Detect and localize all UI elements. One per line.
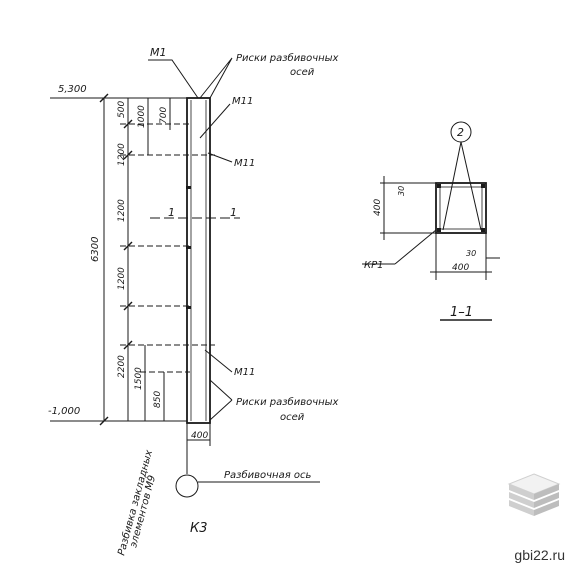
watermark-text: gbi22.ru <box>514 547 565 563</box>
dim-1000: 1000 <box>137 105 147 128</box>
section-outline <box>435 182 487 234</box>
axis-bubble <box>175 474 199 498</box>
dim-850: 850 <box>153 391 163 408</box>
column-mark: К3 <box>190 521 208 536</box>
leader-risks-bottom <box>209 379 233 421</box>
label-risks-top-2: осей <box>290 67 315 78</box>
leader-risks-top <box>199 57 233 99</box>
leader-m11-bottom <box>204 349 233 373</box>
dim-1200-b: 1200 <box>117 199 127 222</box>
elevation-bottom: -1,000 <box>48 406 80 417</box>
section-rebar-cage <box>439 186 483 230</box>
label-risks-bottom-1: Риски разбивочных <box>236 396 339 408</box>
section-title: 1–1 <box>450 305 473 320</box>
axis-label: Разбивочная ось <box>224 469 312 481</box>
dim-1500: 1500 <box>134 367 144 390</box>
dim-width: 400 <box>191 431 208 441</box>
section-mark-right: 1 <box>230 206 237 219</box>
section-dim-400-side: 400 <box>373 199 383 216</box>
dim-total: 6300 <box>90 237 101 262</box>
label-m11-top: М11 <box>232 96 253 107</box>
section-kr: КР1 <box>364 260 384 271</box>
stacked-slabs-icon <box>507 473 561 516</box>
section-mark-left: 1 <box>168 206 175 219</box>
column-body <box>186 97 211 424</box>
section-callout: 2 <box>457 126 464 139</box>
label-m1: М1 <box>150 46 167 59</box>
leader-m11-top <box>199 103 231 139</box>
label-m11-mid: М11 <box>234 158 255 169</box>
dim-700: 700 <box>159 107 169 124</box>
label-m11-bottom: М11 <box>234 367 255 378</box>
label-risks-top-1: Риски разбивочных <box>236 52 339 64</box>
dim-500: 500 <box>117 101 127 118</box>
section-dim-400-bottom: 400 <box>452 263 469 273</box>
section-dim-30-top: 30 <box>397 186 406 196</box>
dim-1200-a: 1200 <box>117 143 127 166</box>
dim-1200-c: 1200 <box>117 267 127 290</box>
section-dim-30-bottom: 30 <box>466 249 476 258</box>
dim-2200: 2200 <box>117 355 127 378</box>
elevation-top: 5,300 <box>58 84 87 95</box>
label-risks-bottom-2: осей <box>280 412 305 423</box>
leader-m1 <box>148 59 199 99</box>
leader-m11-mid <box>207 152 233 163</box>
